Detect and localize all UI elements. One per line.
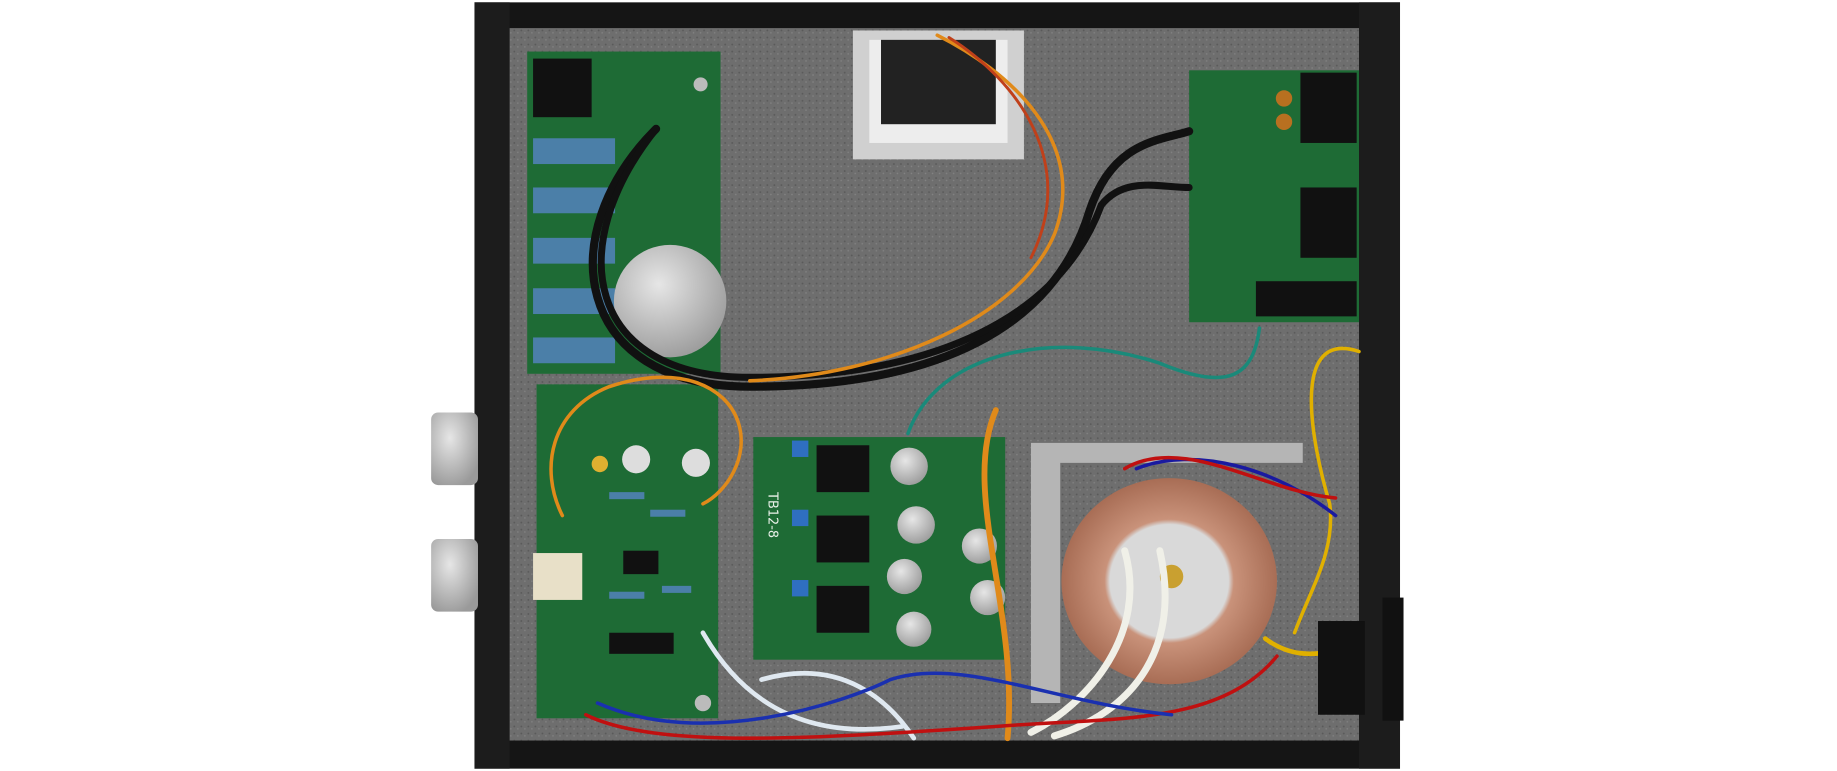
pcb-label: TB12-8 (765, 491, 780, 538)
wiring (549, 33, 1361, 742)
input-selector-pcb (527, 51, 727, 374)
power-supply-pcb: TB12-8 (753, 437, 1006, 660)
relay-can (613, 244, 727, 358)
preamp-pcb (533, 384, 719, 719)
output-pcb (1189, 70, 1360, 323)
power-inlet (1318, 597, 1404, 721)
front-knob-lower (431, 538, 478, 612)
small-transformer (852, 30, 1024, 160)
front-knob-upper (431, 412, 478, 486)
